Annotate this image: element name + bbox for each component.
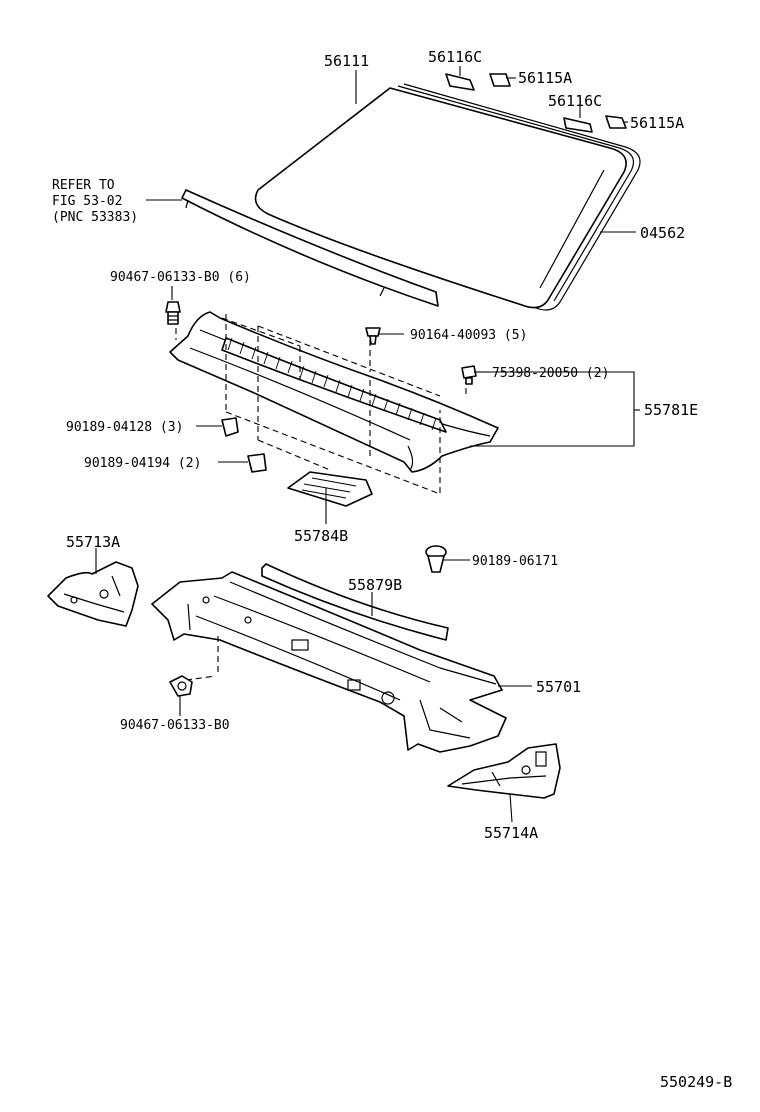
label-bolt-cowl: 90467-06133-B0 (6) bbox=[110, 270, 251, 285]
stopper-piece-1[interactable] bbox=[445, 73, 511, 91]
grommet-icon[interactable] bbox=[425, 545, 447, 573]
refer-note-line-1: REFER TO bbox=[52, 178, 115, 193]
cowl-seal[interactable] bbox=[261, 563, 449, 641]
guide-line-lower-2 bbox=[185, 675, 217, 681]
label-bolt-lower: 90467-06133-B0 bbox=[120, 718, 230, 733]
refer-note-line-2: FIG 53-02 bbox=[52, 194, 122, 209]
stopper-piece-2[interactable] bbox=[563, 115, 627, 133]
label-side-panel-left: 55713A bbox=[66, 533, 120, 551]
label-cowl-panel: 55701 bbox=[536, 678, 581, 696]
nut-icon-1[interactable] bbox=[221, 417, 239, 437]
label-nut-2: 90189-04194 (2) bbox=[84, 456, 201, 471]
assembly-guide-lines bbox=[175, 314, 467, 495]
label-side-panel-right: 55714A bbox=[484, 824, 538, 842]
roof-moulding-strip[interactable] bbox=[181, 189, 439, 307]
windshield-glass[interactable] bbox=[254, 83, 641, 311]
leader-lines bbox=[95, 66, 640, 823]
refer-note-line-3: (PNC 53383) bbox=[52, 210, 138, 225]
label-screw-top: 90164-40093 (5) bbox=[410, 328, 527, 343]
louver-vent-slots bbox=[227, 337, 437, 431]
label-seal: 55879B bbox=[348, 576, 402, 594]
label-stopper-2: 56116C bbox=[548, 92, 602, 110]
lower-bolt-icon[interactable] bbox=[169, 675, 193, 697]
label-stopper-1: 56116C bbox=[428, 48, 482, 66]
cowl-grille-sub[interactable] bbox=[287, 471, 373, 507]
label-spacer-1: 56115A bbox=[518, 69, 572, 87]
cowl-louver-assembly[interactable] bbox=[169, 311, 499, 473]
label-grommet: 90189-06171 bbox=[472, 554, 558, 569]
label-dam: 04562 bbox=[640, 224, 685, 242]
label-clip-right: 75398-20050 (2) bbox=[492, 366, 609, 381]
cowl-panel[interactable] bbox=[151, 571, 507, 753]
label-cowl-louver: 55781E bbox=[644, 401, 698, 419]
side-panel-right[interactable] bbox=[447, 743, 561, 799]
side-panel-left[interactable] bbox=[47, 561, 139, 627]
screw-icon[interactable] bbox=[365, 327, 381, 345]
label-windshield: 56111 bbox=[324, 52, 369, 70]
label-cowl-grille-sub: 55784B bbox=[294, 527, 348, 545]
label-spacer-2: 56115A bbox=[630, 114, 684, 132]
bolt-icon[interactable] bbox=[165, 301, 181, 325]
diagram-code: 550249-B bbox=[660, 1073, 732, 1091]
clip-icon[interactable] bbox=[461, 365, 477, 385]
nut-icon-2[interactable] bbox=[247, 453, 267, 473]
label-nut-3: 90189-04128 (3) bbox=[66, 420, 183, 435]
